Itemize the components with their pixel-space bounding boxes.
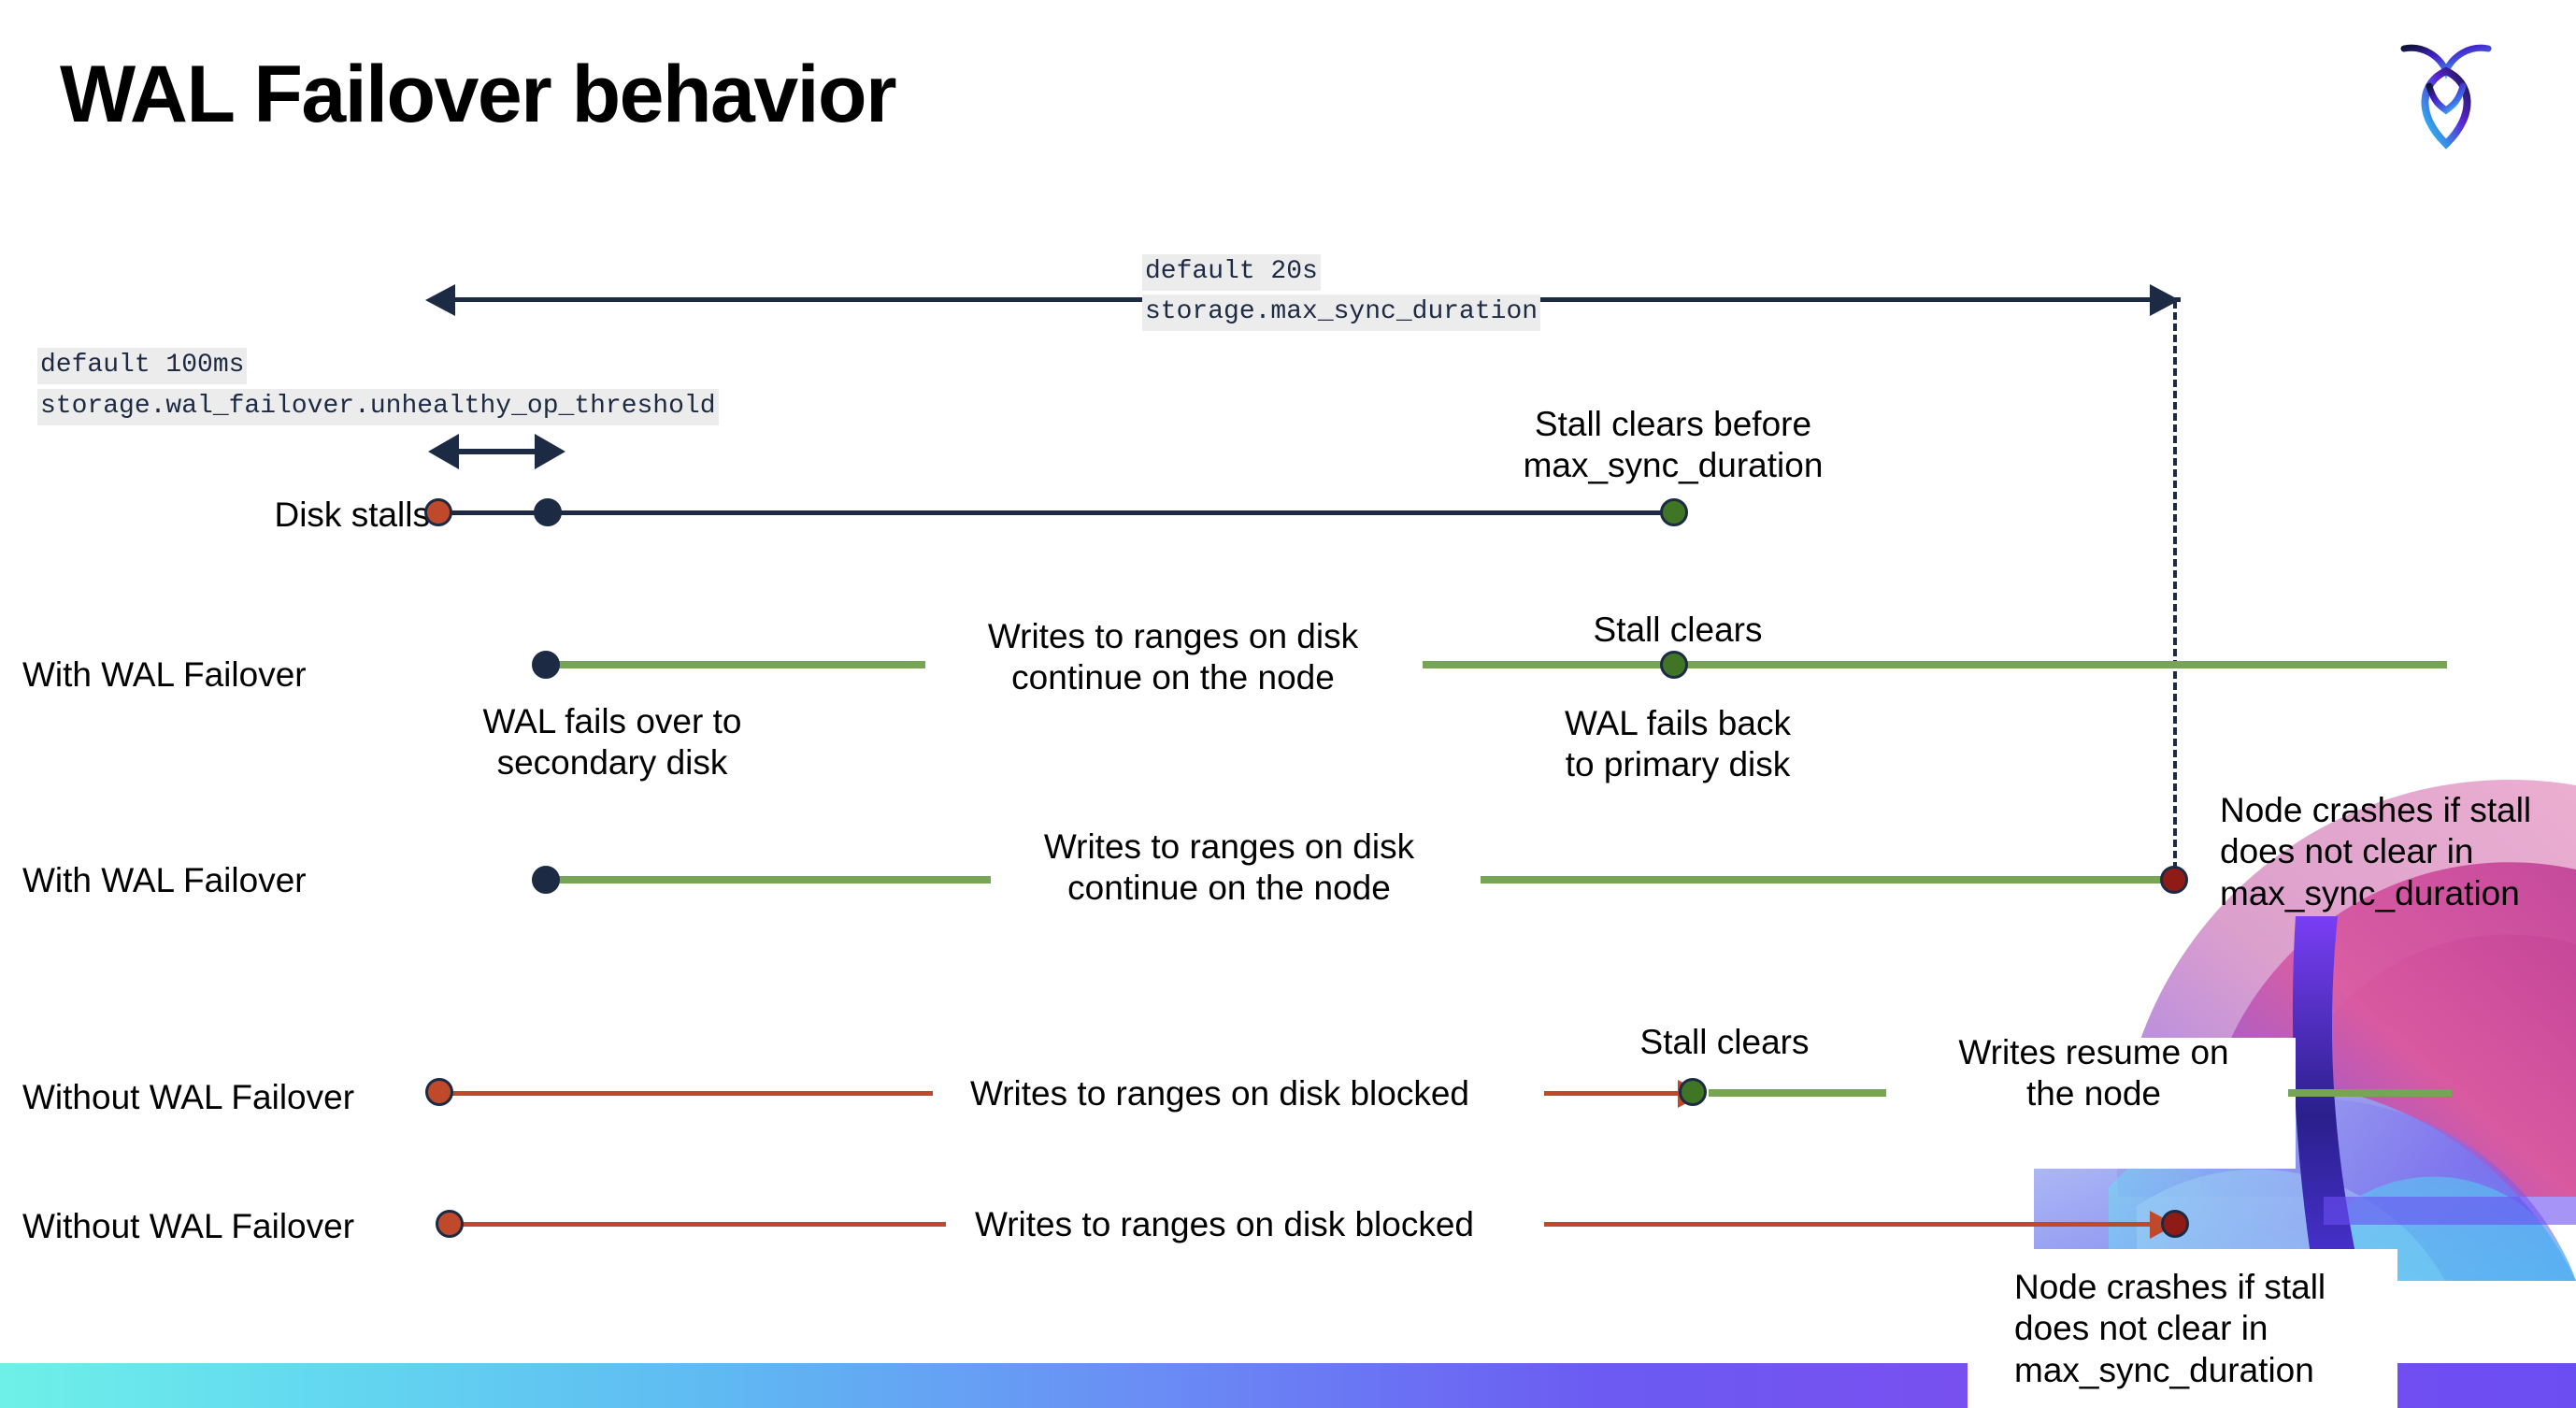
node-crash-marker-1 (2160, 866, 2188, 894)
wal-failover-crash-timeline-segment-2 (1481, 876, 2177, 884)
unhealthy-op-arrow-right-head (535, 434, 565, 469)
no-failover-resume-line-1b (2288, 1089, 2452, 1097)
max-sync-default-chip: default 20s (1142, 254, 1321, 291)
disk-stalls-timeline (445, 510, 1676, 515)
unhealthy-op-arrow-left-head (428, 434, 459, 469)
max-sync-arrow-right-head (2150, 284, 2180, 316)
no-failover-stall-clear-marker (1679, 1078, 1707, 1106)
wal-failover-crash-start-marker (532, 866, 560, 894)
no-failover-blocked-line-1 (447, 1091, 933, 1096)
max-sync-deadline-dashed-line (2173, 301, 2177, 881)
annotation-stall-clears-2: Stall clears (1639, 1023, 1810, 1061)
wal-failback-marker (1660, 651, 1688, 679)
annotation-writes-resume: Writes resume on the node (1958, 1033, 2229, 1113)
wal-failover-timeline-segment-1 (542, 661, 925, 668)
no-failover-blocked-line-1b (1544, 1091, 1684, 1096)
no-failover-resume-line-1 (1709, 1089, 1886, 1097)
max-sync-setting-chip: storage.max_sync_duration (1142, 295, 1541, 331)
annotation-wal-fails-over: WAL fails over to secondary disk (482, 702, 742, 783)
disk-stall-start-marker (424, 498, 452, 526)
page-title: WAL Failover behavior (60, 50, 897, 139)
unhealthy-op-default-chip: default 100ms (37, 348, 248, 384)
node-crash-marker-2 (2161, 1210, 2189, 1238)
annotation-node-crashes-2: Node crashes if stall does not clear in … (2014, 1268, 2326, 1389)
row-label-without-wal-failover-1: Without WAL Failover (22, 1078, 355, 1116)
row-label-with-wal-failover-2: With WAL Failover (22, 861, 307, 899)
annotation-wal-fails-back: WAL fails back to primary disk (1565, 704, 1791, 784)
annotation-writes-blocked-2: Writes to ranges on disk blocked (974, 1205, 1475, 1243)
wal-failover-timeline-segment-2 (1423, 661, 2447, 668)
annotation-stall-clears-before: Stall clears before max_sync_duration (1523, 405, 1824, 485)
annotation-writes-continue-2: Writes to ranges on disk continue on the… (1043, 827, 1415, 908)
no-failover-stall-start-marker-1 (425, 1078, 453, 1106)
row-label-disk-stalls: Disk stalls (274, 496, 430, 534)
no-failover-blocked-line-2b (1544, 1222, 2158, 1227)
annotation-stall-clears-1: Stall clears (1593, 611, 1763, 649)
annotation-writes-blocked-1: Writes to ranges on disk blocked (969, 1074, 1470, 1113)
row-label-without-wal-failover-2: Without WAL Failover (22, 1207, 355, 1245)
wal-failover-start-marker (532, 651, 560, 679)
no-failover-stall-start-marker-2 (436, 1210, 464, 1238)
unhealthy-op-span-line (456, 449, 540, 454)
disk-stall-failover-marker (534, 498, 562, 526)
wal-failover-crash-timeline-segment-1 (542, 876, 991, 884)
cockroachdb-logo-icon (2395, 30, 2497, 150)
max-sync-arrow-left-head (425, 284, 455, 316)
annotation-writes-continue-1: Writes to ranges on disk continue on the… (987, 617, 1359, 697)
disk-stall-clear-marker (1660, 498, 1688, 526)
unhealthy-op-setting-chip: storage.wal_failover.unhealthy_op_thresh… (37, 389, 719, 425)
row-label-with-wal-failover-1: With WAL Failover (22, 655, 307, 694)
annotation-node-crashes-1: Node crashes if stall does not clear in … (2220, 791, 2532, 912)
no-failover-blocked-line-2 (460, 1222, 946, 1227)
